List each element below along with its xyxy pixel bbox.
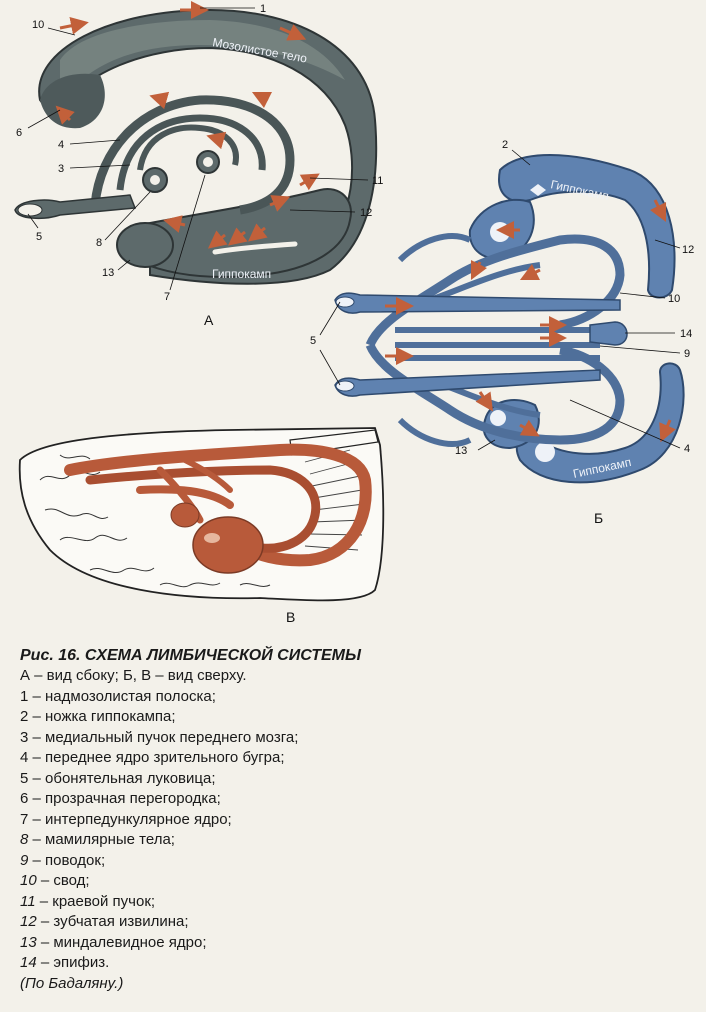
panel-c: В	[18, 427, 385, 625]
legend-item-text: – мамилярные тела;	[28, 831, 175, 848]
legend-item-text: – миндалевидное ядро;	[36, 933, 207, 951]
panel-a: Мозолистое тело Гиппокамп 1 10 6 4 3 5 8…	[14, 1, 383, 328]
label-hippocampus-a: Гиппокамп	[212, 267, 271, 281]
panel-b: Гиппокамп Гиппокамп 2 12 10 14 9 5 13 4 …	[310, 139, 694, 526]
callout-a-11: 11	[372, 175, 383, 187]
legend-item-number: 12	[20, 913, 37, 930]
olfactory-bulb-b-top	[334, 292, 621, 314]
legend-list: 1 – надмозолистая полоска;2 – ножка гипп…	[20, 687, 690, 974]
legend-item: 5 – обонятельная луковица;	[20, 769, 690, 790]
legend-item-text: – переднее ядро зрительного бугра;	[28, 749, 285, 766]
legend-item-text: – свод;	[36, 872, 90, 889]
callout-b-9: 9	[684, 348, 690, 360]
corpus-callosum-shape	[38, 8, 378, 285]
legend-item: 9 – поводок;	[20, 851, 690, 872]
legend-item-text: – эпифиз.	[36, 954, 110, 971]
caption-intro: А – вид сбоку; Б, В – вид сверху.	[20, 667, 247, 684]
figure-caption: Рис. 16. СХЕМА ЛИМБИЧЕСКОЙ СИСТЕМЫ А – в…	[20, 646, 690, 994]
legend-item: 13 – миндалевидное ядро;	[20, 933, 690, 954]
legend-item: 11 – краевой пучок;	[20, 892, 690, 913]
legend-item-number: 2	[20, 708, 29, 725]
epiphysis-b	[589, 321, 628, 346]
legend-item-text: – краевой пучок;	[35, 892, 156, 910]
legend-item-number: 7	[20, 810, 29, 828]
callout-b-4: 4	[684, 443, 690, 455]
callout-b-12: 12	[682, 244, 694, 256]
legend-item-number: 1	[20, 687, 29, 705]
legend-item-text: – ножка гиппокампа;	[28, 708, 176, 725]
amygdala-a	[116, 222, 174, 268]
legend-item: 3 – медиальный пучок переднего мозга;	[20, 728, 690, 749]
amygdala-c	[192, 516, 264, 574]
callout-b-5: 5	[310, 335, 316, 347]
legend-item-number: 14	[20, 954, 37, 971]
callout-a-13: 13	[102, 267, 114, 279]
legend-item-number: 9	[20, 851, 29, 869]
legend-item-text: – медиальный пучок переднего мозга;	[28, 728, 299, 746]
legend-item-number: 10	[20, 872, 37, 889]
legend-item-number: 11	[20, 892, 36, 910]
legend-item: 12 – зубчатая извилина;	[20, 912, 690, 933]
legend-item-text: – обонятельная луковица;	[28, 769, 216, 787]
panel-b-letter: Б	[594, 510, 603, 526]
callout-a-7: 7	[164, 291, 170, 303]
legend-item-text: – прозрачная перегородка;	[28, 790, 221, 807]
callout-b-10: 10	[668, 293, 680, 305]
panel-c-letter: В	[286, 609, 295, 625]
legend-item: 2 – ножка гиппокампа;	[20, 707, 690, 728]
legend-item: 10 – свод;	[20, 871, 690, 892]
legend-item-number: 4	[20, 749, 29, 766]
legend-item: 8 – мамилярные тела;	[20, 830, 690, 851]
legend-item-text: – интерпедункулярное ядро;	[28, 810, 232, 828]
legend-item-number: 5	[20, 769, 29, 787]
legend-item-number: 6	[20, 790, 29, 807]
callout-b-13: 13	[455, 445, 467, 457]
legend-item: 7 – интерпедункулярное ядро;	[20, 810, 690, 831]
caption-source: (По Бадаляну.)	[20, 974, 124, 992]
callout-a-6: 6	[16, 127, 22, 139]
olfactory-bulb-b-bottom	[334, 369, 601, 397]
panel-a-letter: А	[204, 312, 214, 328]
callout-a-12: 12	[360, 207, 372, 219]
callout-a-4: 4	[58, 139, 64, 151]
caption-title: Рис. 16. СХЕМА ЛИМБИЧЕСКОЙ СИСТЕМЫ	[20, 647, 361, 664]
callout-a-8: 8	[96, 237, 102, 249]
callout-b-14: 14	[680, 328, 692, 340]
legend-item: 14 – эпифиз.	[20, 953, 690, 974]
legend-item-number: 8	[20, 831, 29, 848]
callout-a-10: 10	[32, 19, 44, 31]
callout-b-2: 2	[502, 139, 508, 151]
callout-a-1: 1	[260, 3, 266, 15]
legend-item: 6 – прозрачная перегородка;	[20, 789, 690, 810]
legend-item: 1 – надмозолистая полоска;	[20, 687, 690, 708]
limbic-system-figure: Мозолистое тело Гиппокамп 1 10 6 4 3 5 8…	[14, 1, 694, 625]
legend-item: 4 – переднее ядро зрительного бугра;	[20, 748, 690, 769]
legend-item-text: – надмозолистая полоска;	[28, 687, 216, 705]
callout-a-5: 5	[36, 231, 42, 243]
legend-item-number: 3	[20, 728, 29, 746]
callout-a-3: 3	[58, 163, 64, 175]
olfactory-bulb-a	[14, 194, 137, 220]
legend-item-number: 13	[20, 933, 37, 951]
legend-item-text: – зубчатая извилина;	[36, 913, 189, 930]
legend-item-text: – поводок;	[28, 851, 106, 869]
